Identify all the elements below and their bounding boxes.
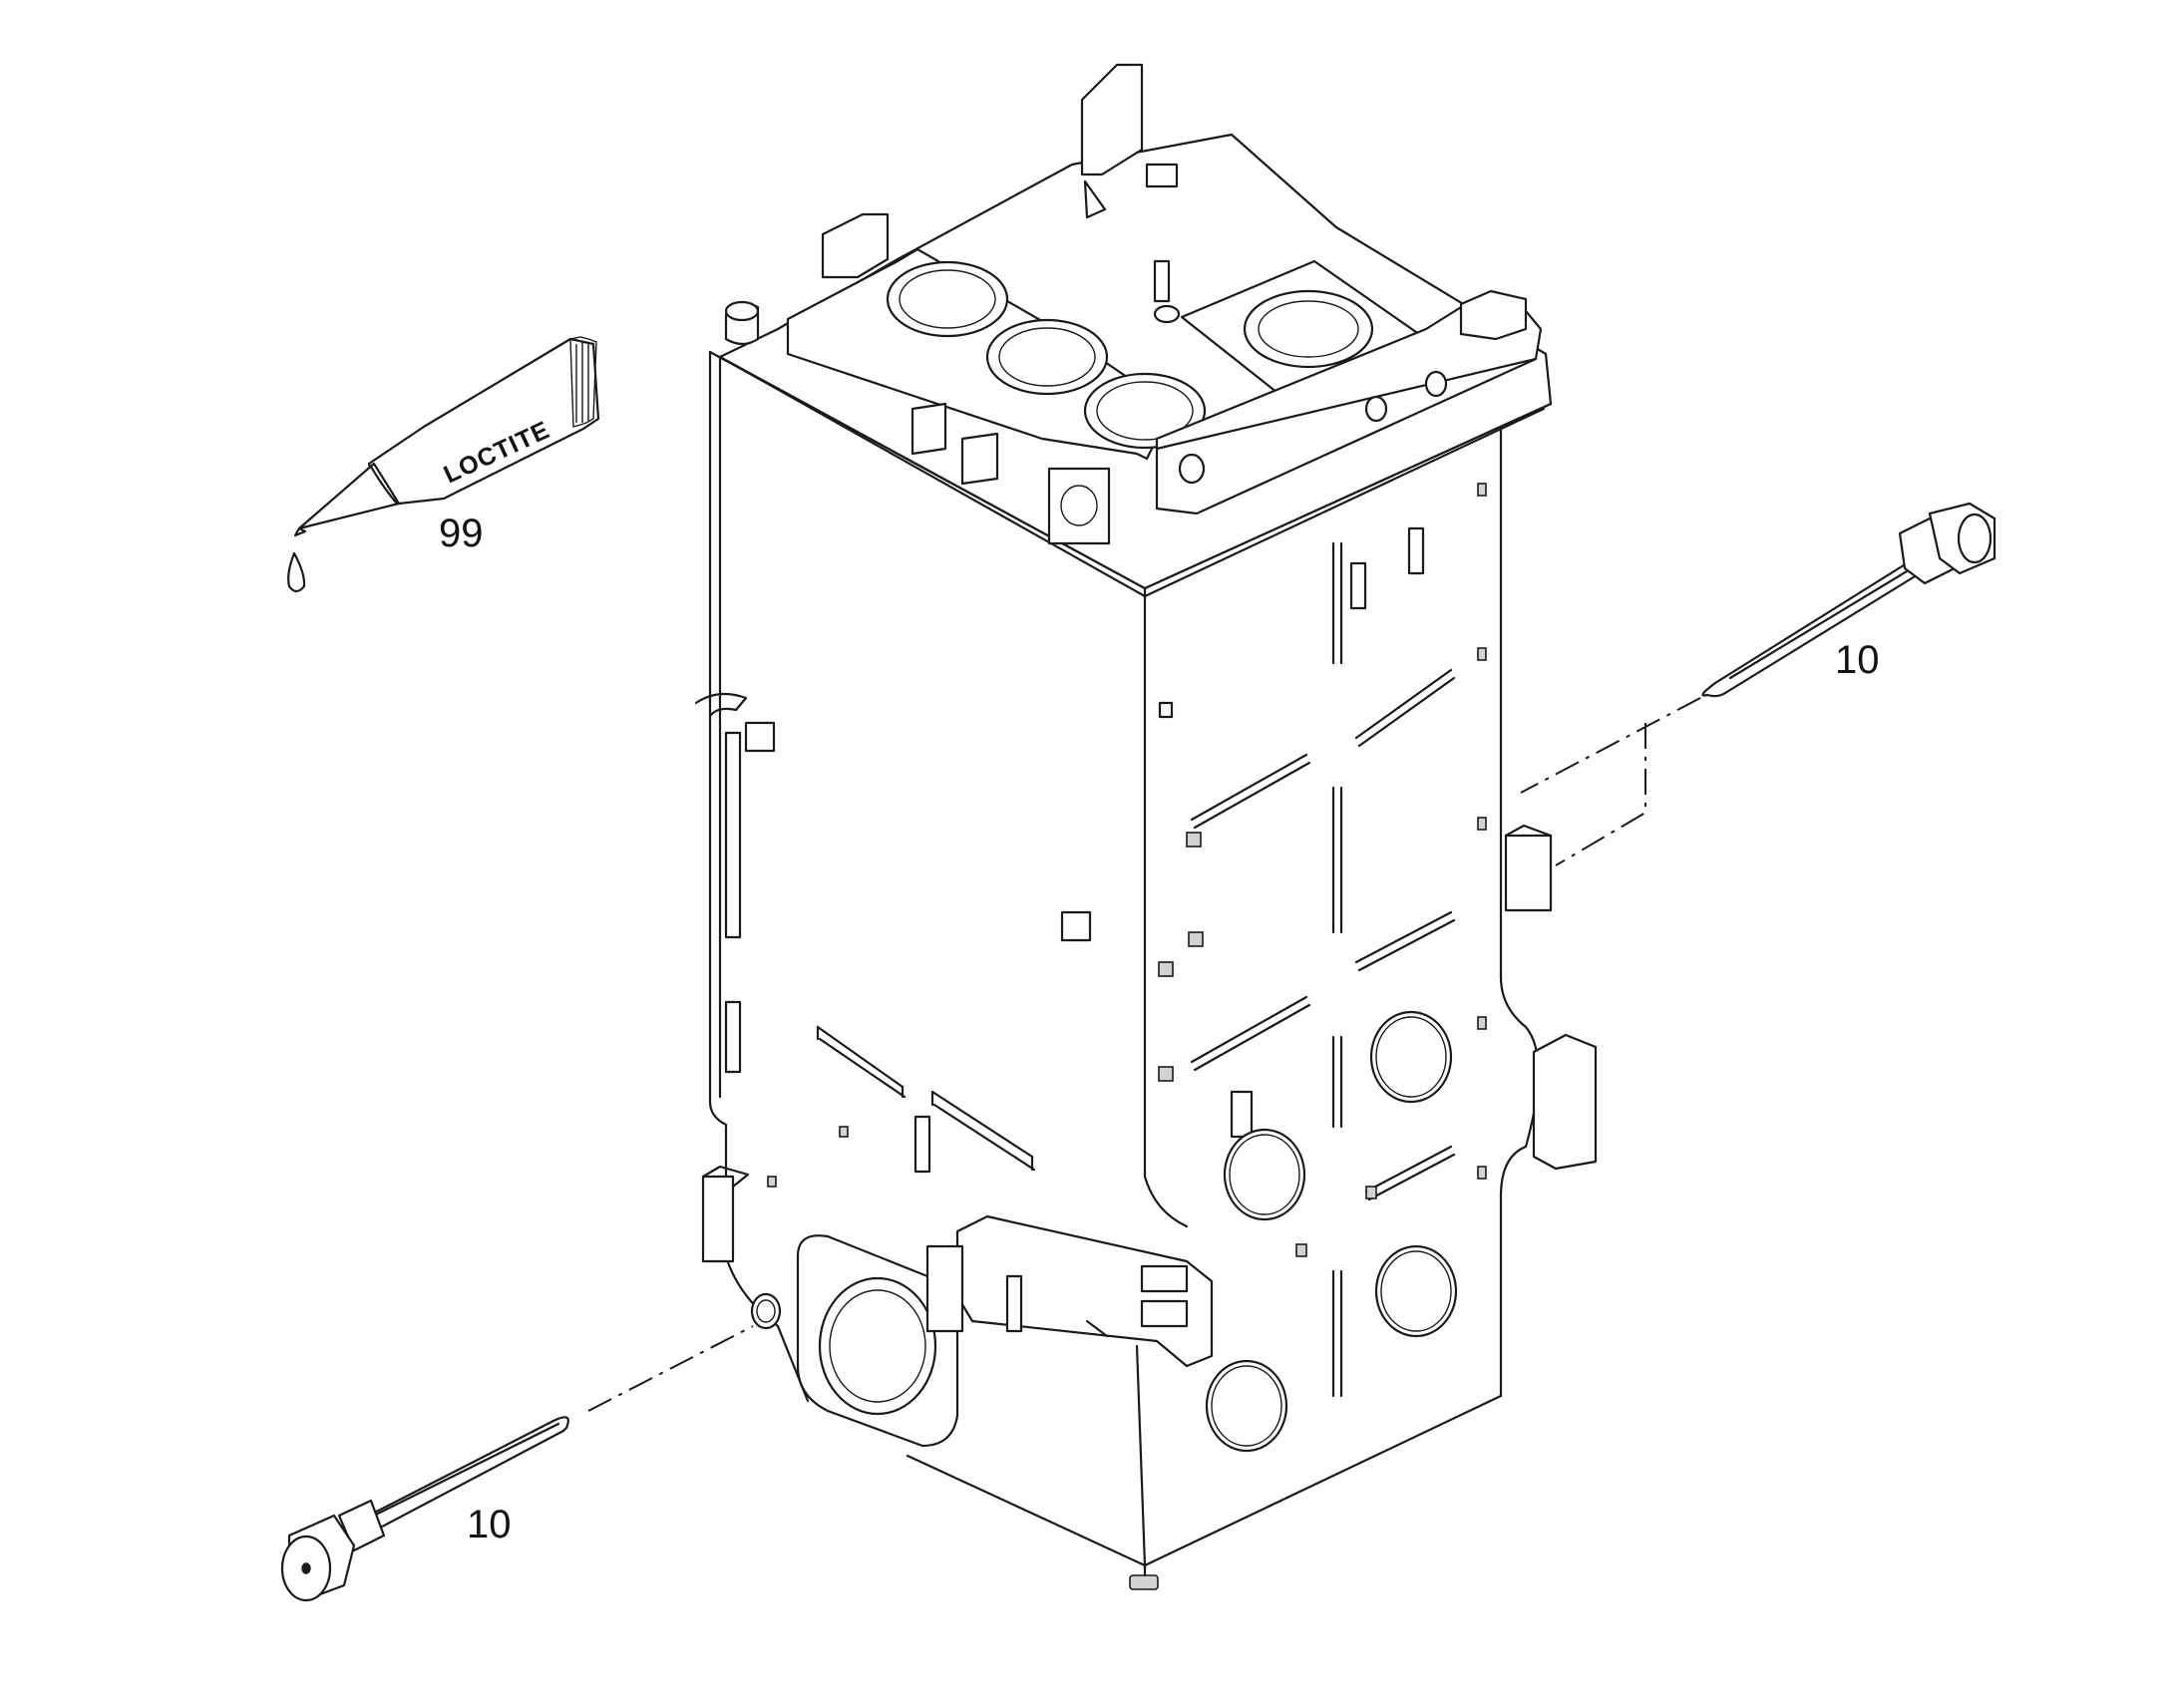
callout-heater-right: 10	[1835, 638, 1880, 682]
callout-sealant: 99	[439, 512, 484, 555]
leader-lines	[587, 697, 1701, 1412]
heater-element-right	[1701, 502, 1997, 698]
top-assembly	[718, 63, 1553, 590]
inspection-cover-3	[1374, 1244, 1458, 1338]
sealant-tube: LOCTITE	[287, 336, 600, 593]
callout-heater-left: 10	[467, 1503, 512, 1546]
inspection-cover-4	[1205, 1359, 1288, 1453]
tank-housing	[694, 350, 1598, 1590]
inspection-cover-2	[1223, 1128, 1306, 1221]
outlet-flange	[796, 1234, 959, 1448]
inspection-cover-1	[1369, 1010, 1453, 1104]
heater-element-left	[280, 1416, 569, 1602]
